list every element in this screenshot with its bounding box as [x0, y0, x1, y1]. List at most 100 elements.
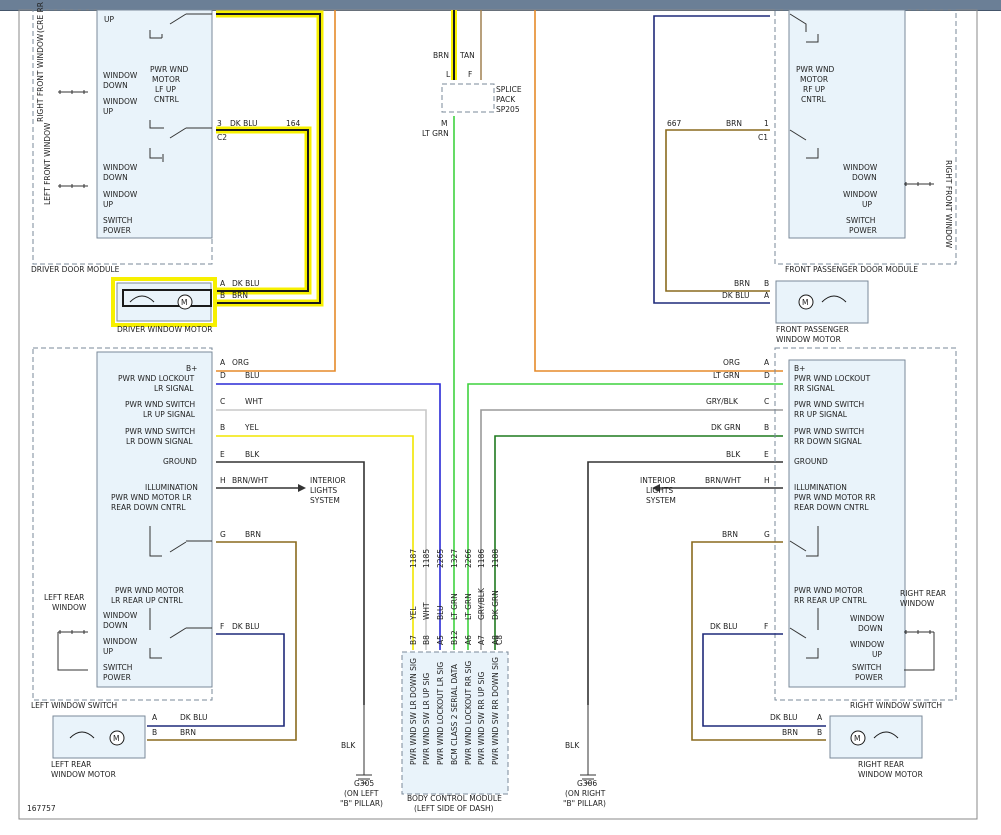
svg-text:PWR WND SWITCH: PWR WND SWITCH [794, 427, 864, 436]
svg-text:H: H [764, 476, 770, 485]
svg-text:BRN: BRN [232, 291, 248, 300]
svg-text:DOWN: DOWN [852, 173, 877, 182]
svg-text:DK GRN: DK GRN [711, 423, 741, 432]
svg-text:G305: G305 [354, 779, 374, 788]
svg-text:LR SIGNAL: LR SIGNAL [154, 384, 194, 393]
svg-text:WINDOW: WINDOW [103, 97, 138, 106]
svg-text:GROUND: GROUND [163, 457, 197, 466]
svg-text:RR REAR UP CNTRL: RR REAR UP CNTRL [794, 596, 868, 605]
bcm-signal-label: PWR WND SW LR DOWN SIG [409, 658, 418, 765]
svg-text:667: 667 [667, 119, 682, 128]
bcm-pin-label: A5 [436, 635, 445, 645]
svg-text:"B" PILLAR): "B" PILLAR) [340, 799, 383, 808]
svg-text:A: A [220, 358, 226, 367]
front-passenger-door-module-label: FRONT PASSENGER DOOR MODULE [785, 265, 918, 274]
svg-text:PACK: PACK [496, 95, 516, 104]
svg-text:DK BLU: DK BLU [770, 713, 798, 722]
ground-symbols [356, 705, 596, 784]
svg-text:B+: B+ [794, 364, 805, 373]
svg-text:GROUND: GROUND [794, 457, 828, 466]
svg-text:SWITCH: SWITCH [103, 216, 132, 225]
driver-window-motor: M DRIVER WINDOW MOTOR A DK BLU B BRN [111, 10, 324, 334]
svg-text:RIGHT REAR: RIGHT REAR [858, 760, 904, 769]
bcm-circuit-number: 1187 [409, 549, 418, 568]
svg-text:BRN: BRN [180, 728, 196, 737]
svg-text:LR DOWN SIGNAL: LR DOWN SIGNAL [126, 437, 193, 446]
svg-text:RF UP: RF UP [803, 85, 825, 94]
svg-text:A: A [817, 713, 823, 722]
svg-text:DOWN: DOWN [858, 624, 883, 633]
svg-text:PWR WND SWITCH: PWR WND SWITCH [125, 400, 195, 409]
svg-text:B: B [220, 291, 225, 300]
svg-text:WHT: WHT [245, 397, 263, 406]
svg-text:PWR WND SWITCH: PWR WND SWITCH [125, 427, 195, 436]
svg-text:MOTOR: MOTOR [152, 75, 180, 84]
svg-text:WINDOW: WINDOW [103, 71, 138, 80]
svg-text:H: H [220, 476, 226, 485]
svg-text:POWER: POWER [103, 673, 131, 682]
svg-text:RIGHT FRONT WINDOW: RIGHT FRONT WINDOW [944, 160, 953, 249]
svg-text:PWR WND MOTOR LR: PWR WND MOTOR LR [111, 493, 192, 502]
svg-text:LIGHTS: LIGHTS [310, 486, 337, 495]
left-window-switch: LEFT WINDOW SWITCH B+ PWR WND LOCKOUT LR… [31, 347, 213, 710]
bcm-signal-label: BCM CLASS 2 SERIAL DATA [450, 663, 459, 765]
svg-text:WINDOW: WINDOW [103, 611, 138, 620]
bcm-signal-label: PWR WND LOCKOUT LR SIG [436, 662, 445, 765]
svg-text:BRN: BRN [722, 530, 738, 539]
gnd-wire-right [587, 461, 783, 705]
front-passenger-window-motor: M FRONT PASSENGER WINDOW MOTOR B BRN A D… [653, 15, 869, 344]
svg-text:164: 164 [286, 119, 301, 128]
svg-text:BLK: BLK [565, 741, 580, 750]
svg-text:WINDOW: WINDOW [843, 163, 878, 172]
svg-text:PWR WND MOTOR RR: PWR WND MOTOR RR [794, 493, 876, 502]
svg-text:LIGHTS: LIGHTS [646, 486, 673, 495]
svg-text:G306: G306 [577, 779, 597, 788]
svg-text:BLK: BLK [341, 741, 356, 750]
svg-text:WINDOW MOTOR: WINDOW MOTOR [776, 335, 841, 344]
svg-text:(ON LEFT: (ON LEFT [344, 789, 379, 798]
svg-text:RIGHT WINDOW SWITCH: RIGHT WINDOW SWITCH [850, 701, 942, 710]
svg-text:SYSTEM: SYSTEM [310, 496, 340, 505]
bcm-pin-label: C8 [495, 635, 504, 645]
svg-text:(LEFT SIDE OF DASH): (LEFT SIDE OF DASH) [414, 804, 494, 813]
svg-text:B: B [152, 728, 157, 737]
svg-text:WINDOW: WINDOW [103, 637, 138, 646]
svg-text:LT GRN: LT GRN [422, 129, 449, 138]
bcm-signal-label: PWR WND SW RR UP SIG [477, 672, 486, 765]
bcm-pin-label: B8 [422, 635, 431, 645]
svg-text:POWER: POWER [103, 226, 131, 235]
svg-text:RIGHT REAR: RIGHT REAR [900, 589, 946, 598]
svg-text:LEFT WINDOW SWITCH: LEFT WINDOW SWITCH [31, 701, 117, 710]
svg-text:SYSTEM: SYSTEM [646, 496, 676, 505]
svg-text:M: M [854, 734, 860, 743]
svg-text:(ON RIGHT: (ON RIGHT [565, 789, 606, 798]
motor-symbol: M [181, 298, 187, 307]
right-window-switch: RIGHT WINDOW SWITCH B+ PWR WND LOCKOUT R… [774, 347, 957, 710]
svg-text:ORG: ORG [723, 358, 740, 367]
diagram-id: 167757 [27, 804, 56, 813]
bcm-circuit-number: 1327 [450, 549, 459, 568]
front-passenger-door-module: FRONT PASSENGER DOOR MODULE PWR WND MOTO… [667, 9, 957, 274]
bcm-circuit-number: 1188 [491, 549, 500, 568]
svg-text:L: L [446, 70, 451, 79]
svg-text:BRN/WHT: BRN/WHT [232, 476, 269, 485]
bcm-pin-label: B7 [409, 635, 418, 645]
svg-text:BRN/WHT: BRN/WHT [705, 476, 742, 485]
bcm-signal-label: PWR WND SW LR UP SIG [422, 673, 431, 765]
bcm-pin-label: A7 [477, 635, 486, 645]
splice-pack: BRN TAN L F SPLICE PACK SP205 M LT GRN [422, 10, 522, 138]
svg-text:B: B [220, 423, 225, 432]
svg-text:M: M [441, 119, 447, 128]
driver-window-motor-label: DRIVER WINDOW MOTOR [117, 325, 212, 334]
ground-labels: BLK G305 (ON LEFT "B" PILLAR) BLK G306 (… [340, 741, 606, 808]
svg-text:PWR WND: PWR WND [150, 65, 189, 74]
svg-text:SWITCH: SWITCH [103, 663, 132, 672]
svg-text:C: C [764, 397, 769, 406]
org-wire-left [216, 10, 336, 372]
svg-text:CNTRL: CNTRL [801, 95, 827, 104]
svg-text:WINDOW MOTOR: WINDOW MOTOR [858, 770, 923, 779]
